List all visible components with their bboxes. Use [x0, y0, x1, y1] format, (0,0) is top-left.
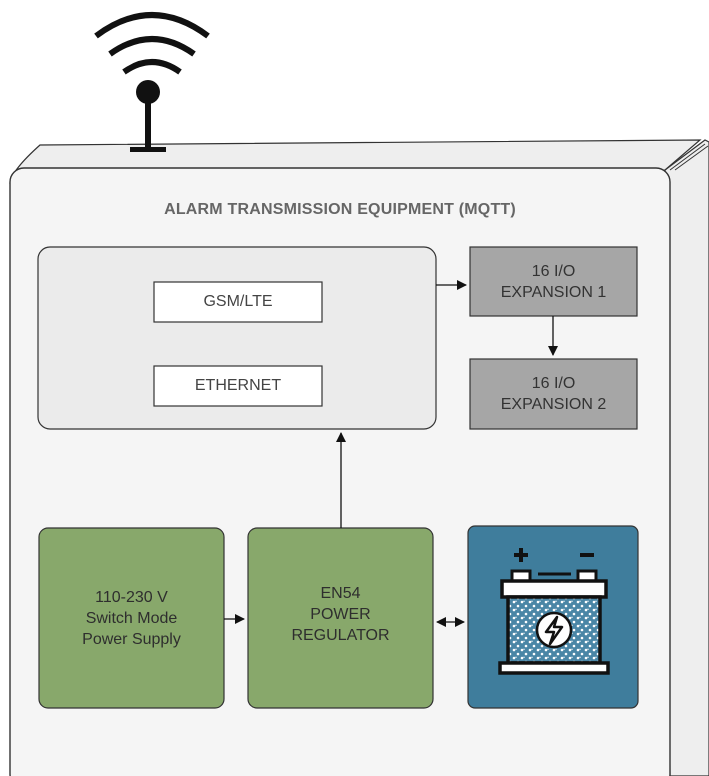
power-supply-line3: Power Supply	[82, 630, 181, 648]
expansion-2-label: 16 I/O EXPANSION 2	[470, 359, 637, 429]
battery-icon	[498, 548, 610, 675]
power-supply-box	[38, 527, 225, 709]
power-supply-line1: 110-230 V	[95, 588, 168, 606]
expansion-1-line1: 16 I/O	[531, 262, 576, 280]
expansion-2-line1: 16 I/O	[531, 375, 576, 392]
enclosure-side	[664, 139, 709, 776]
ethernet-label: ETHERNET	[194, 377, 282, 394]
expansion-1-box	[469, 246, 638, 317]
expansion-1-label: 16 I/O EXPANSION 1	[470, 247, 637, 316]
gsm-lte-label: GSM/LTE	[203, 293, 273, 310]
power-supply-label: 110-230 V Switch Mode Power Supply	[39, 528, 224, 708]
gsm-lte-module	[153, 281, 323, 323]
power-regulator-line1: EN54	[320, 584, 361, 602]
comm-unit-box	[37, 246, 437, 430]
enclosure-title: ALARM TRANSMISSION EQUIPMENT (MQTT)	[164, 201, 516, 218]
power-supply-line2: Switch Mode	[85, 609, 178, 627]
power-regulator-line2: POWER	[310, 605, 371, 623]
power-regulator-label: EN54 POWER REGULATOR	[248, 524, 433, 704]
expansion-2-line2: EXPANSION 2	[500, 396, 607, 413]
connectors	[224, 280, 558, 627]
ethernet-module	[153, 365, 323, 407]
expansion-2-box	[469, 358, 638, 430]
power-regulator-line3: REGULATOR	[291, 626, 390, 644]
wifi-antenna-icon	[94, 12, 210, 152]
expansion-1-line2: EXPANSION 1	[500, 283, 607, 301]
